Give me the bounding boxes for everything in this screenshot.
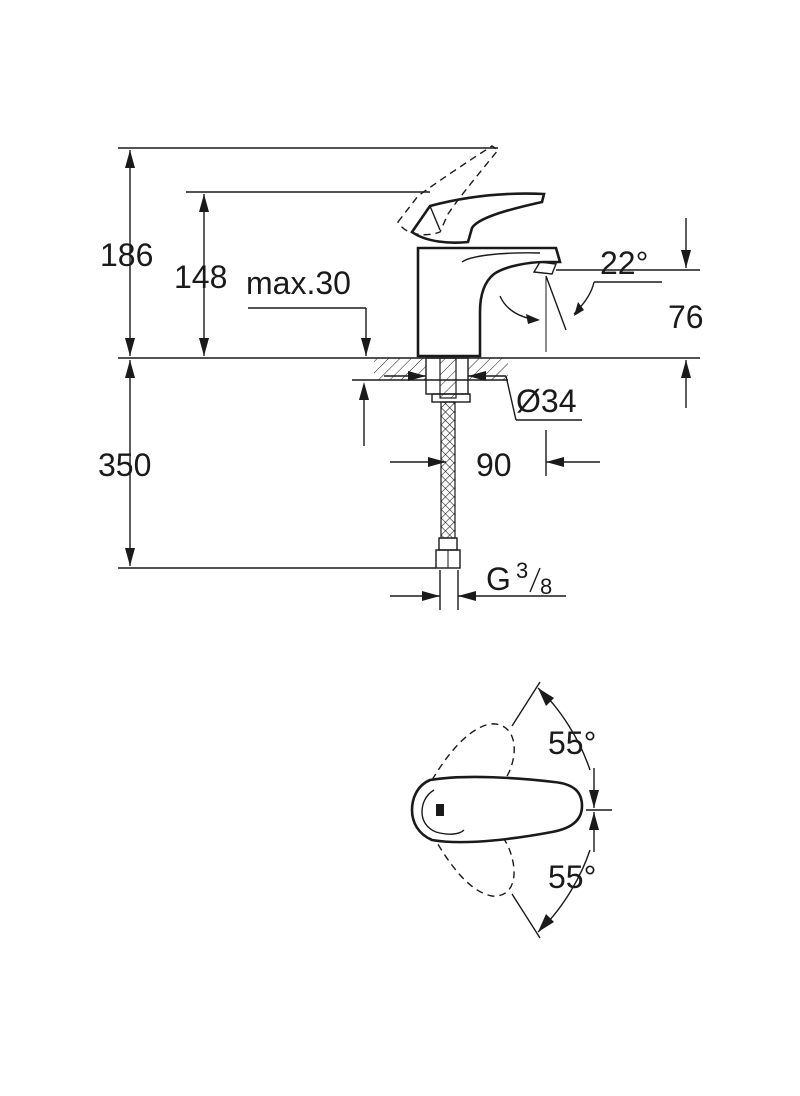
- label-rotation-upper: 55°: [548, 725, 596, 761]
- label-thread-numerator: 3: [516, 558, 528, 583]
- label-350: 350: [98, 447, 151, 483]
- dim-148: [186, 191, 430, 356]
- label-diameter-34: Ø34: [516, 383, 576, 419]
- dim-diameter-34: [384, 371, 582, 421]
- label-rotation-lower: 55°: [548, 859, 596, 895]
- label-angle-22: 22°: [600, 245, 648, 281]
- dim-max30: [248, 307, 374, 446]
- handle-top-outline: [410, 775, 584, 844]
- dim-350: [118, 360, 436, 569]
- lever-closed: [410, 192, 546, 244]
- label-thread-prefix: G: [486, 561, 511, 597]
- top-view: 55° 55°: [410, 681, 612, 939]
- handle-marker: [436, 804, 444, 816]
- dim-90: [390, 430, 600, 476]
- dim-186: [118, 147, 498, 356]
- faucet-body: [416, 246, 562, 358]
- label-186: 186: [100, 237, 153, 273]
- spout-angle-indicator: [499, 275, 662, 331]
- braided-hose: [435, 401, 461, 569]
- dim-thread: [390, 570, 566, 610]
- label-thread-denominator: 8: [540, 574, 552, 599]
- label-148: 148: [174, 259, 227, 295]
- dim-76: [556, 218, 700, 408]
- mounting-assembly: [425, 357, 471, 403]
- label-76: 76: [668, 299, 704, 335]
- side-view: 186 148 max.30 22° 76 Ø34 350 90 G 3 8: [98, 145, 704, 610]
- thread-fraction-slash: [529, 567, 541, 593]
- label-90: 90: [476, 447, 512, 483]
- lever-open-dashed: [397, 145, 500, 236]
- label-max30: max.30: [246, 265, 351, 301]
